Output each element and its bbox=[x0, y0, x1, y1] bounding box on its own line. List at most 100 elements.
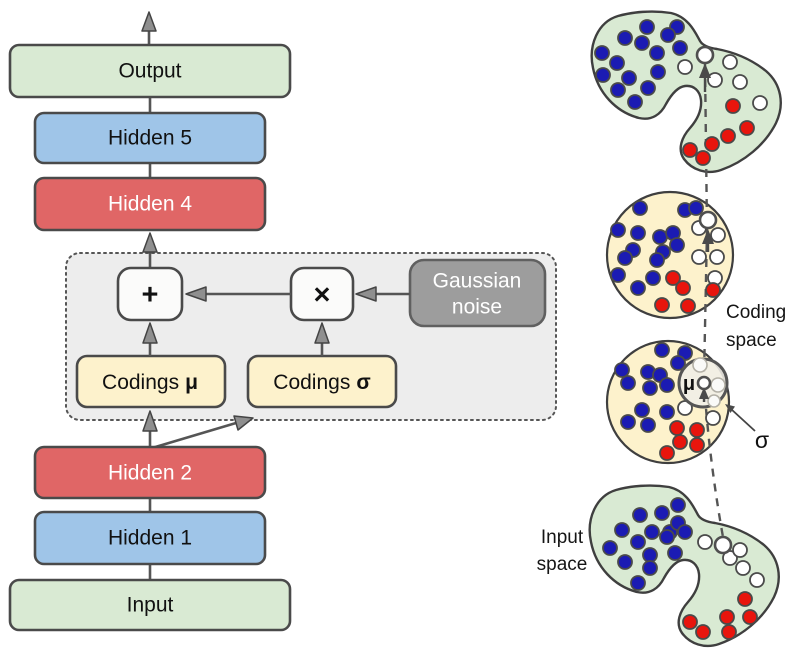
red-data-dot bbox=[675, 280, 691, 296]
white-data-dot bbox=[691, 249, 707, 265]
add-op-box: + bbox=[116, 266, 184, 322]
arrow-multiply-to-plus bbox=[185, 286, 291, 302]
codings-mu-box: Codings μ bbox=[75, 354, 227, 409]
coding-noisy-dots bbox=[610, 200, 726, 314]
blue-data-dot bbox=[654, 505, 670, 521]
arrow-sigma-to-multiply bbox=[314, 322, 330, 356]
blue-data-dot bbox=[614, 362, 630, 378]
blue-data-dot bbox=[640, 417, 656, 433]
coding-mu-sigma-dots bbox=[614, 342, 721, 461]
blue-data-dot bbox=[595, 67, 611, 83]
gaussian-noise-label-line1: Gaussian bbox=[433, 270, 522, 293]
hidden5-label: Hidden 5 bbox=[108, 127, 192, 150]
red-data-dot bbox=[739, 120, 755, 136]
hidden4-box: Hidden 4 bbox=[33, 176, 267, 232]
blue-data-dot bbox=[659, 404, 675, 420]
blue-data-dot bbox=[627, 94, 643, 110]
blue-data-dot bbox=[670, 497, 686, 513]
codings-sigma-symbol: σ bbox=[356, 371, 370, 394]
red-data-dot bbox=[665, 270, 681, 286]
blue-data-dot bbox=[617, 30, 633, 46]
multiply-op-box: × bbox=[289, 266, 355, 322]
add-op-label: + bbox=[142, 279, 159, 311]
blue-data-dot bbox=[639, 19, 655, 35]
red-data-dot bbox=[737, 591, 753, 607]
white-data-dot bbox=[710, 227, 726, 243]
hidden4-label: Hidden 4 bbox=[108, 193, 192, 216]
blue-data-dot bbox=[617, 554, 633, 570]
red-data-dot bbox=[719, 609, 735, 625]
mu-sigma-lens: μ bbox=[677, 357, 729, 409]
red-data-dot bbox=[682, 614, 698, 630]
blue-data-dot bbox=[667, 545, 683, 561]
blue-data-dot bbox=[670, 355, 686, 371]
blue-data-dot bbox=[610, 82, 626, 98]
mu-annotation: μ bbox=[683, 373, 695, 395]
blue-data-dot bbox=[642, 547, 658, 563]
output-space-dots bbox=[594, 19, 768, 166]
hidden5-box: Hidden 5 bbox=[33, 111, 267, 165]
sigma-pointer: σ bbox=[725, 404, 769, 453]
blue-data-dot bbox=[632, 200, 648, 216]
input-space-dots bbox=[602, 497, 765, 640]
blue-data-dot bbox=[630, 575, 646, 591]
red-data-dot bbox=[705, 282, 721, 298]
red-data-dot bbox=[695, 624, 711, 640]
codings-mu-symbol: μ bbox=[185, 371, 198, 394]
output-arrow bbox=[141, 11, 157, 45]
blue-data-dot bbox=[620, 414, 636, 430]
red-data-dot bbox=[669, 420, 685, 436]
hidden2-label: Hidden 2 bbox=[108, 462, 192, 485]
ghost-dot bbox=[707, 394, 721, 408]
blue-data-dot bbox=[642, 380, 658, 396]
blue-data-dot bbox=[669, 237, 685, 253]
output-label: Output bbox=[118, 60, 181, 83]
blue-data-dot bbox=[609, 55, 625, 71]
blue-data-dot bbox=[645, 270, 661, 286]
blue-data-dot bbox=[630, 280, 646, 296]
blue-data-dot bbox=[621, 70, 637, 86]
red-data-dot bbox=[659, 445, 675, 461]
blue-data-dot bbox=[632, 507, 648, 523]
white-data-dot bbox=[749, 572, 765, 588]
white-data-dot bbox=[709, 249, 725, 265]
blue-data-dot bbox=[630, 534, 646, 550]
ghost-dot bbox=[710, 377, 726, 393]
blue-data-dot bbox=[659, 377, 675, 393]
codings-mu-prefix: Codings bbox=[102, 371, 179, 394]
blue-data-dot bbox=[620, 375, 636, 391]
blue-data-dot bbox=[610, 222, 626, 238]
sigma-annotation: σ bbox=[755, 427, 769, 453]
gaussian-noise-label-line2: noise bbox=[452, 296, 502, 319]
input-box: Input bbox=[8, 578, 292, 632]
white-data-dot bbox=[752, 95, 768, 111]
blue-data-dot bbox=[672, 40, 688, 56]
blue-data-dot bbox=[652, 229, 668, 245]
blue-data-dot bbox=[644, 524, 660, 540]
sampled-point-coding-noisy bbox=[698, 210, 718, 252]
white-data-dot bbox=[707, 72, 723, 88]
white-data-dot bbox=[732, 542, 748, 558]
sampled-point-input bbox=[713, 535, 733, 555]
red-data-dot bbox=[672, 434, 688, 450]
hidden1-label: Hidden 1 bbox=[108, 527, 192, 550]
red-data-dot bbox=[680, 298, 696, 314]
red-data-dot bbox=[682, 142, 698, 158]
blue-data-dot bbox=[614, 522, 630, 538]
coding-space-line2: space bbox=[726, 330, 777, 351]
gaussian-noise-box: Gaussian noise bbox=[408, 258, 547, 328]
blue-data-dot bbox=[610, 267, 626, 283]
arrow-plus-to-hidden4 bbox=[142, 232, 158, 268]
blue-data-dot bbox=[649, 252, 665, 268]
red-data-dot bbox=[704, 136, 720, 152]
coding-space-label: Coding space bbox=[726, 302, 786, 351]
hidden2-box: Hidden 2 bbox=[33, 445, 267, 500]
white-data-dot bbox=[677, 59, 693, 75]
blue-data-dot bbox=[677, 524, 693, 540]
input-space-line2: space bbox=[537, 554, 588, 575]
white-data-dot bbox=[722, 54, 738, 70]
blue-data-dot bbox=[594, 45, 610, 61]
